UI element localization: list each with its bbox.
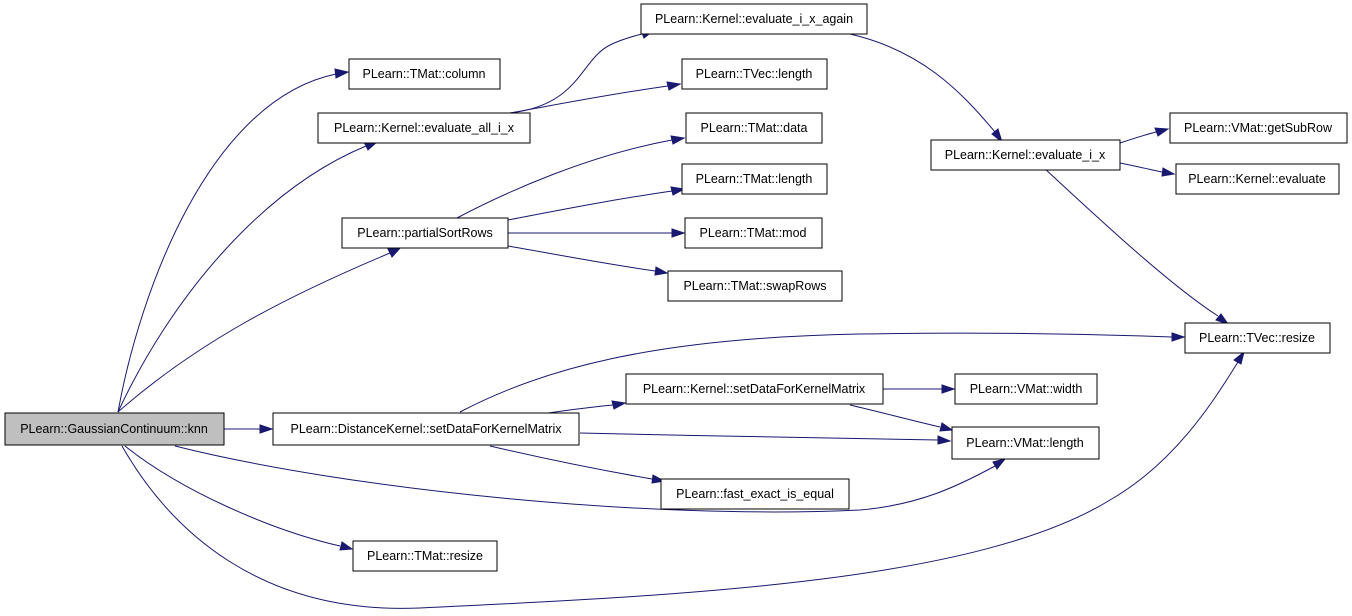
edge-arrow (992, 458, 1007, 470)
node-label: PLearn::TVec::length (696, 67, 813, 81)
node-kernel-evaluate-i-x[interactable]: PLearn::Kernel::evaluate_i_x (930, 139, 1121, 171)
edge-arrow (1233, 350, 1245, 365)
node-label: PLearn::TMat::length (696, 172, 813, 186)
node-tmat-resize[interactable]: PLearn::TMat::resize (352, 540, 498, 572)
edge-evaluate-all-again (509, 33, 643, 114)
edge-evaluate-i-x-tvec-resize (1042, 166, 1219, 317)
node-label: PLearn::DistanceKernel::setDataForKernel… (291, 422, 563, 436)
node-vmat-length[interactable]: PLearn::VMat::length (951, 426, 1100, 460)
nodes: PLearn::GaussianContinuum::knn PLearn::T… (4, 3, 1348, 572)
node-tmat-length[interactable]: PLearn::TMat::length (681, 163, 828, 195)
node-label: PLearn::Kernel::evaluate_all_i_x (334, 121, 515, 135)
node-label: PLearn::VMat::length (966, 436, 1083, 450)
node-tmat-column[interactable]: PLearn::TMat::column (348, 58, 501, 90)
edge-arrow (611, 400, 627, 410)
node-label: PLearn::Kernel::evaluate_i_x (945, 148, 1106, 162)
edge-arrow (1215, 313, 1230, 325)
node-tmat-data[interactable]: PLearn::TMat::data (685, 112, 823, 144)
edge-distance-kernel-setdata (547, 404, 614, 414)
node-label: PLearn::GaussianContinuum::knn (20, 422, 208, 436)
edge-distance-tvec-resize (459, 332, 1173, 413)
node-label: PLearn::VMat::getSubRow (1184, 121, 1333, 135)
edge-arrow (941, 384, 956, 394)
node-label: PLearn::partialSortRows (357, 226, 492, 240)
node-fast-exact-is-equal[interactable]: PLearn::fast_exact_is_equal (660, 478, 850, 510)
edge-arrow (1154, 127, 1170, 137)
node-knn[interactable]: PLearn::GaussianContinuum::knn (4, 412, 225, 446)
node-label: PLearn::Kernel::evaluate_i_x_again (655, 12, 853, 26)
node-kernel-evaluate[interactable]: PLearn::Kernel::evaluate (1175, 163, 1340, 195)
edge-arrow (670, 135, 686, 145)
node-tmat-mod[interactable]: PLearn::TMat::mod (684, 217, 823, 249)
node-label: PLearn::TMat::swapRows (683, 279, 826, 293)
edge-arrow (339, 541, 354, 551)
node-label: PLearn::TMat::data (700, 121, 807, 135)
edge-arrow (670, 186, 686, 196)
node-label: PLearn::TMat::column (363, 67, 486, 81)
edge-arrow (937, 435, 952, 445)
node-label: PLearn::TVec::resize (1199, 331, 1315, 345)
edge-sort-tmat-length (507, 190, 673, 221)
node-tvec-length[interactable]: PLearn::TVec::length (681, 58, 828, 90)
node-label: PLearn::Kernel::evaluate (1188, 172, 1326, 186)
edge-arrow (666, 81, 682, 91)
edge-evaluate-i-x-evaluate (1119, 162, 1163, 173)
node-vmat-get-sub-row[interactable]: PLearn::VMat::getSubRow (1169, 112, 1348, 144)
edge-arrow (991, 128, 1003, 144)
edges (117, 29, 1245, 609)
edge-arrow (1161, 167, 1176, 177)
edge-kernel-setdata-vmat-length (849, 404, 941, 428)
edge-sort-swap-rows (507, 245, 656, 272)
edge-knn-evaluate-all (117, 145, 367, 413)
edge-again-evaluate-i-x (849, 33, 996, 133)
node-label: PLearn::fast_exact_is_equal (676, 487, 834, 501)
edge-arrow (671, 228, 686, 238)
edge-knn-tmat-column (117, 73, 337, 413)
edge-arrow (259, 424, 274, 434)
node-label: PLearn::Kernel::setDataForKernelMatrix (643, 382, 866, 396)
node-kernel-evaluate-all-i-x[interactable]: PLearn::Kernel::evaluate_all_i_x (317, 112, 531, 144)
node-kernel-evaluate-i-x-again[interactable]: PLearn::Kernel::evaluate_i_x_again (640, 3, 868, 35)
node-label: PLearn::VMat::width (970, 382, 1083, 396)
edge-arrow (939, 422, 954, 432)
node-partial-sort-rows[interactable]: PLearn::partialSortRows (341, 217, 509, 249)
node-distance-kernel-set-data[interactable]: PLearn::DistanceKernel::setDataForKernel… (272, 412, 580, 446)
node-kernel-set-data[interactable]: PLearn::Kernel::setDataForKernelMatrix (625, 373, 884, 405)
edge-distance-fast-exact (489, 445, 653, 480)
edge-knn-vmat-length (174, 445, 996, 513)
edge-arrow (334, 68, 350, 79)
node-label: PLearn::TMat::resize (367, 549, 483, 563)
node-vmat-width[interactable]: PLearn::VMat::width (954, 373, 1098, 405)
edge-evaluate-all-tvec-length (509, 85, 669, 114)
edge-arrow (1171, 332, 1186, 342)
node-tmat-swap-rows[interactable]: PLearn::TMat::swapRows (667, 270, 843, 302)
edge-arrow (654, 266, 669, 276)
edge-evaluate-i-x-subrow (1119, 131, 1157, 144)
edge-distance-vmat-length (579, 432, 939, 441)
edge-knn-tvec-resize (121, 361, 1239, 609)
node-tvec-resize[interactable]: PLearn::TVec::resize (1184, 322, 1331, 354)
node-label: PLearn::TMat::mod (700, 226, 807, 240)
edge-sort-tmat-data (454, 139, 673, 220)
edge-knn-partial-sort (117, 252, 391, 413)
edge-knn-tmat-resize (124, 445, 341, 547)
